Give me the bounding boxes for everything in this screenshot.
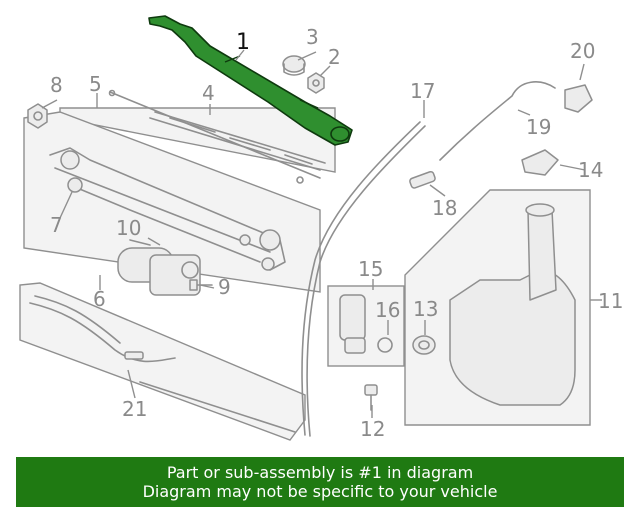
wiper-strip[interactable] [108,89,321,179]
callout-17: 17 [410,79,435,103]
callout-14: 14 [578,158,603,182]
callout-10: 10 [116,216,141,240]
washer-hose[interactable] [301,121,421,436]
nozzle-hose[interactable] [439,81,556,161]
arm-nut[interactable] [307,72,325,94]
front-nozzle[interactable] [521,149,559,176]
callout-20: 20 [570,39,595,63]
callout-15: 15 [358,257,383,281]
callout-1: 1 [236,30,250,55]
wiper-motor[interactable] [117,239,201,296]
leader-lines [41,49,602,418]
banner-line-2: Diagram may not be specific to your vehi… [142,482,498,501]
callout-12: 12 [360,417,385,441]
wiper-arm[interactable] [148,15,353,146]
callout-5: 5 [89,72,102,96]
callout-16: 16 [375,298,400,322]
hose-connector[interactable] [409,170,436,189]
callout-6: 6 [93,287,106,311]
callout-7: 7 [50,213,63,237]
callout-11: 11 [598,289,623,313]
callout-13: 13 [413,297,438,321]
info-banner: Part or sub-assembly is #1 in diagram Di… [16,457,624,507]
tank-bolt[interactable] [364,384,378,411]
washer-pump[interactable] [339,294,366,354]
callout-8: 8 [50,73,63,97]
callout-9: 9 [218,275,231,299]
cowl-hose-panel [19,282,306,441]
callout-4: 4 [202,81,215,105]
banner-line-1: Part or sub-assembly is #1 in diagram [166,463,474,482]
callout-19: 19 [526,115,551,139]
callout-2: 2 [328,45,341,69]
callout-18: 18 [432,196,457,220]
callout-3: 3 [306,25,319,49]
callout-21: 21 [122,397,147,421]
rear-nozzle[interactable] [564,84,593,113]
wiper-linkage[interactable] [49,147,286,271]
pivot-nut[interactable] [27,103,48,129]
cowl-hose[interactable] [29,295,296,433]
washer-tank[interactable] [449,203,576,406]
wiper-linkage-panel [23,111,321,293]
callouts: 1 2 3 4 5 6 7 8 9 10 11 12 13 14 15 16 1… [50,25,623,441]
pump-seal[interactable] [377,337,393,353]
motor-bolt[interactable] [189,279,213,291]
pump-grommet[interactable] [412,335,436,355]
